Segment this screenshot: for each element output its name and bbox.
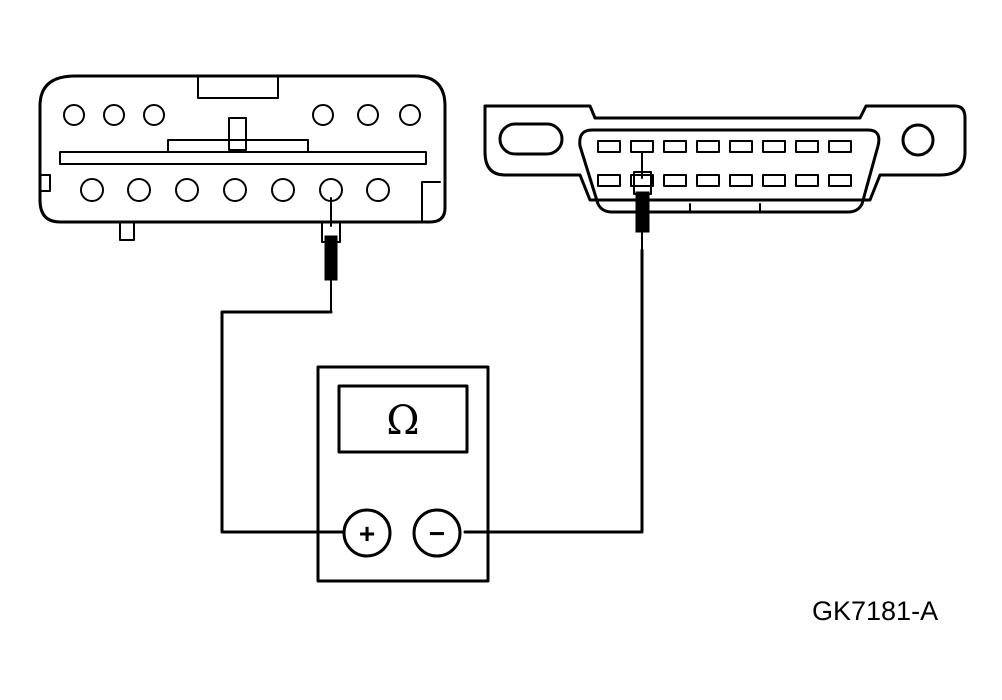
dlc-test-terminal [630,140,654,153]
left-probe [321,197,341,313]
negative-lead [463,248,644,534]
left-connector-bottom-pins [80,178,390,202]
multimeter-body [316,365,490,583]
left-connector-latch [197,75,279,99]
right-probe [633,151,652,251]
negative-terminal [412,508,462,558]
left-connector [38,74,447,313]
ohm-symbol: Ω [386,398,419,444]
positive-lead [220,310,346,534]
multimeter-display [337,384,469,454]
dlc-bottom-terminals [597,174,852,187]
mounting-slot [498,122,564,156]
negative-terminal-label: − [429,518,445,549]
multimeter: Ω + − [316,365,490,583]
mounting-hole [901,123,935,157]
positive-terminal [342,508,392,558]
right-connector [483,104,967,251]
dlc-receptacle [578,128,881,214]
left-connector-top-pins [63,104,421,126]
test-leads [220,248,644,534]
positive-terminal-label: + [359,518,375,549]
figure-id: GK7181-A [812,596,939,626]
left-connector-divider [59,151,427,165]
dlc-top-terminals [597,140,852,153]
